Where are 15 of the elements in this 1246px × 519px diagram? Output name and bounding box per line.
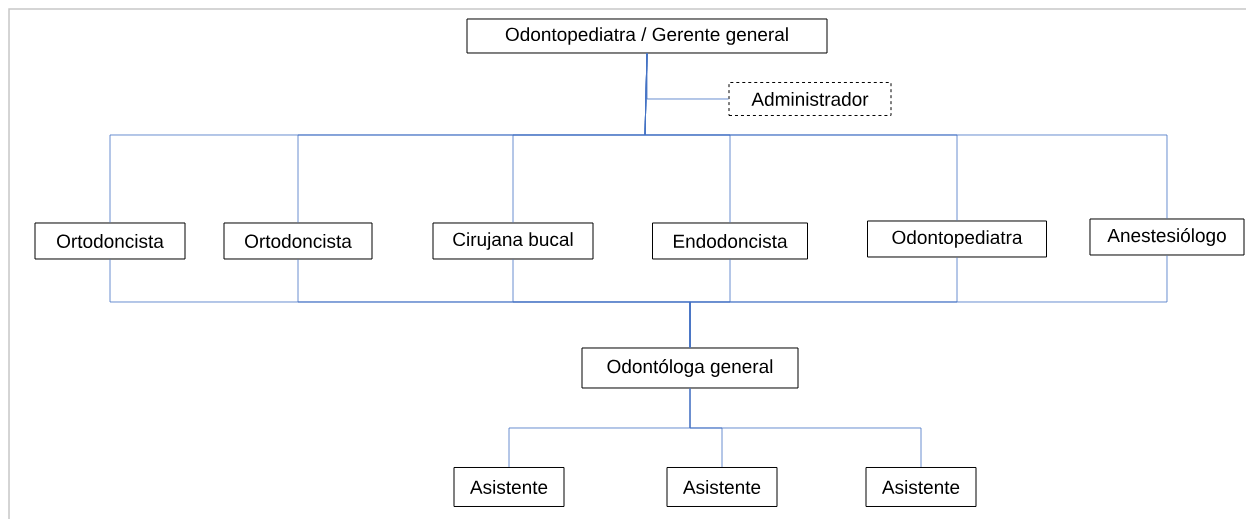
- role-box: Anestesiólogo: [1089, 218, 1245, 256]
- connector-line: [689, 388, 922, 468]
- role-box: Asistente: [666, 467, 778, 507]
- role-box: Asistente: [865, 467, 977, 507]
- role-box: Ortodoncista: [34, 222, 186, 260]
- role-box: Odontóloga general: [581, 347, 799, 389]
- role-box: Ortodoncista: [223, 222, 373, 260]
- role-box: Endodoncista: [652, 222, 808, 260]
- role-box: Odontopediatra / Gerente general: [466, 18, 828, 54]
- role-box: Asistente: [453, 467, 565, 507]
- role-box: Cirujana bucal: [432, 222, 594, 260]
- connector-line: [644, 53, 1168, 219]
- role-box: Odontopediatra: [867, 220, 1047, 258]
- dashed-box: Administrador: [728, 82, 892, 116]
- connector-line: [689, 255, 1168, 348]
